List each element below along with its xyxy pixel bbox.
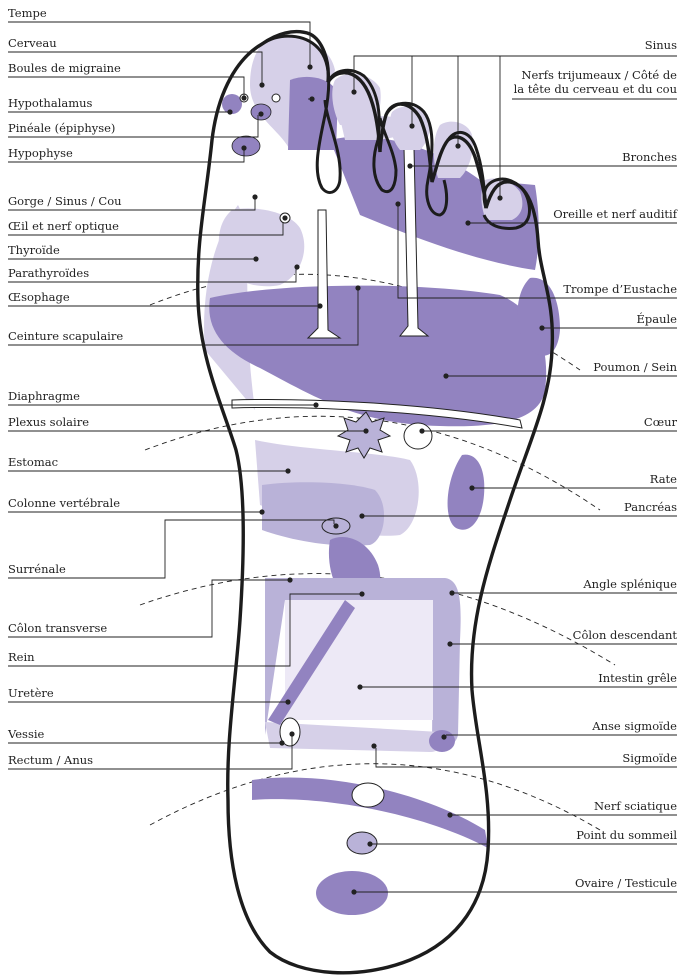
- svg-text:Rectum / Anus: Rectum / Anus: [8, 753, 93, 767]
- svg-text:Nerf sciatique: Nerf sciatique: [594, 799, 677, 813]
- svg-text:Thyroïde: Thyroïde: [8, 243, 60, 257]
- svg-text:Côlon descendant: Côlon descendant: [573, 628, 678, 642]
- label-estomac: Estomac: [8, 455, 291, 474]
- svg-text:Point du sommeil: Point du sommeil: [576, 828, 677, 842]
- toe4-zone: [434, 122, 473, 178]
- svg-text:Boules de migraine: Boules de migraine: [8, 61, 121, 75]
- label-plexus-solaire: Plexus solaire: [8, 415, 369, 434]
- svg-text:Sinus: Sinus: [645, 38, 677, 52]
- svg-text:Anse sigmoïde: Anse sigmoïde: [591, 719, 677, 733]
- pancreas-zone: [262, 482, 384, 545]
- svg-text:Nerfs trijumeaux / Côté de: Nerfs trijumeaux / Côté de: [521, 68, 677, 82]
- sciatic-gap: [352, 783, 384, 807]
- label-point-sommeil: Point du sommeil: [367, 828, 677, 847]
- svg-text:Rate: Rate: [650, 472, 677, 486]
- svg-text:Surrénale: Surrénale: [8, 562, 66, 576]
- sigmoid-loop-zone: [429, 730, 455, 752]
- label-colon-descendant: Côlon descendant: [447, 628, 677, 647]
- svg-text:Intestin grêle: Intestin grêle: [598, 671, 677, 685]
- migraine-point-right: [272, 94, 280, 102]
- svg-text:Rein: Rein: [8, 650, 35, 664]
- label-nerf-sciatique: Nerf sciatique: [447, 799, 677, 818]
- svg-text:Cerveau: Cerveau: [8, 36, 57, 50]
- label-colonne-vertebrale: Colonne vertébrale: [8, 496, 265, 515]
- label-diaphragme: Diaphragme: [8, 389, 319, 408]
- spleen-zone: [448, 455, 485, 530]
- svg-text:Cœur: Cœur: [644, 415, 678, 429]
- reflex-zones: [204, 36, 560, 915]
- svg-text:Gorge / Sinus / Cou: Gorge / Sinus / Cou: [8, 194, 122, 208]
- svg-text:Parathyroïdes: Parathyroïdes: [8, 266, 89, 280]
- svg-text:Poumon / Sein: Poumon / Sein: [593, 360, 677, 374]
- label-pineale: Pinéale (épiphyse): [8, 111, 264, 137]
- label-rectum-anus: Rectum / Anus: [8, 731, 295, 769]
- sleep-point-zone: [347, 832, 377, 854]
- svg-text:Hypophyse: Hypophyse: [8, 146, 73, 160]
- svg-text:Hypothalamus: Hypothalamus: [8, 96, 93, 110]
- label-uretere: Uretère: [8, 686, 291, 705]
- svg-text:Œsophage: Œsophage: [8, 290, 70, 304]
- label-ovaire-testicule: Ovaire / Testicule: [351, 876, 677, 895]
- label-boules-migraine: Boules de migraine: [8, 61, 247, 101]
- label-colon-transverse: Côlon transverse: [8, 577, 293, 637]
- svg-text:Plexus solaire: Plexus solaire: [8, 415, 89, 429]
- svg-text:Œil et nerf optique: Œil et nerf optique: [8, 219, 119, 233]
- svg-text:Trompe d’Eustache: Trompe d’Eustache: [563, 282, 677, 296]
- svg-text:Vessie: Vessie: [7, 727, 45, 741]
- svg-text:Bronches: Bronches: [622, 150, 677, 164]
- svg-text:la tête du cerveau et du cou: la tête du cerveau et du cou: [514, 82, 677, 96]
- svg-text:Pinéale (épiphyse): Pinéale (épiphyse): [8, 121, 115, 135]
- svg-text:Sigmoïde: Sigmoïde: [622, 751, 677, 765]
- heart-zone: [404, 423, 432, 449]
- svg-text:Pancréas: Pancréas: [624, 500, 677, 514]
- svg-text:Estomac: Estomac: [8, 455, 58, 469]
- svg-text:Tempe: Tempe: [8, 6, 47, 20]
- label-hypothalamus: Hypothalamus: [8, 96, 233, 115]
- pituitary-area-zone: [288, 77, 338, 150]
- pituitary-zone: [232, 136, 260, 156]
- svg-text:Ceinture scapulaire: Ceinture scapulaire: [8, 329, 123, 343]
- svg-text:Diaphragme: Diaphragme: [8, 389, 80, 403]
- svg-text:Ovaire / Testicule: Ovaire / Testicule: [575, 876, 677, 890]
- svg-text:Colonne vertébrale: Colonne vertébrale: [8, 496, 120, 510]
- label-vessie: Vessie: [7, 727, 285, 746]
- solar-plexus-zone: [338, 412, 390, 458]
- svg-text:Côlon transverse: Côlon transverse: [8, 621, 107, 635]
- svg-text:Angle splénique: Angle splénique: [582, 577, 677, 591]
- label-epaule: Épaule: [539, 312, 677, 331]
- svg-text:Uretère: Uretère: [8, 686, 54, 700]
- thyroid-zone: [219, 208, 304, 286]
- svg-text:Épaule: Épaule: [636, 312, 677, 326]
- toe2-zone: [332, 74, 380, 125]
- svg-text:Oreille et nerf auditif: Oreille et nerf auditif: [553, 207, 678, 221]
- label-gorge-sinus-cou: Gorge / Sinus / Cou: [8, 194, 258, 210]
- label-rate: Rate: [469, 472, 677, 491]
